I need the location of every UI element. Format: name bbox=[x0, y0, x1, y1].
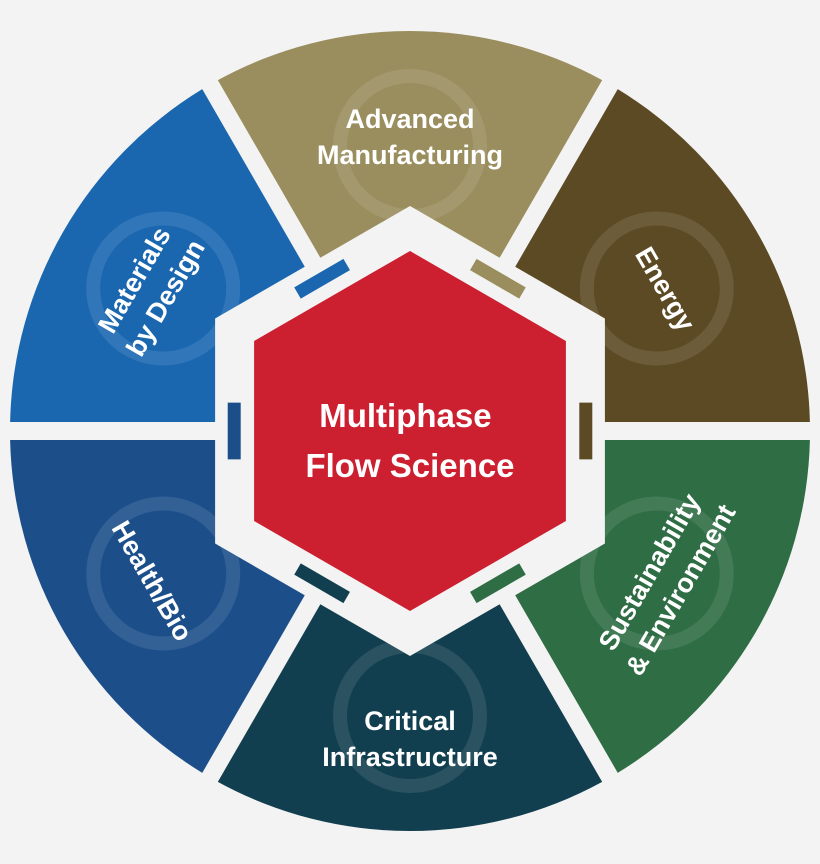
center-hexagon bbox=[254, 251, 566, 611]
segment-label-line: Critical bbox=[364, 706, 456, 736]
segment-label-line: Advanced bbox=[345, 104, 474, 134]
center-title-line-1: Multiphase bbox=[319, 397, 491, 434]
molecule-network-icon bbox=[86, 211, 241, 366]
center-title: Multiphase Flow Science bbox=[305, 397, 514, 484]
segment-label-line: Infrastructure bbox=[322, 742, 498, 772]
center-title-line-2: Flow Science bbox=[305, 447, 514, 484]
segment-label-line: Manufacturing bbox=[317, 140, 503, 170]
center-hexagon-group: Multiphase Flow Science bbox=[215, 206, 605, 656]
hex-accent-bar bbox=[470, 563, 526, 604]
hex-accent-bar bbox=[294, 563, 350, 604]
hex-accent-bar bbox=[470, 258, 526, 299]
light-bulb-icon bbox=[579, 211, 734, 366]
wind-turbine-leaf-icon bbox=[579, 496, 734, 651]
hex-accent-bars bbox=[227, 258, 593, 604]
hex-accent-bar bbox=[294, 258, 350, 299]
syringe-icon bbox=[86, 496, 241, 651]
